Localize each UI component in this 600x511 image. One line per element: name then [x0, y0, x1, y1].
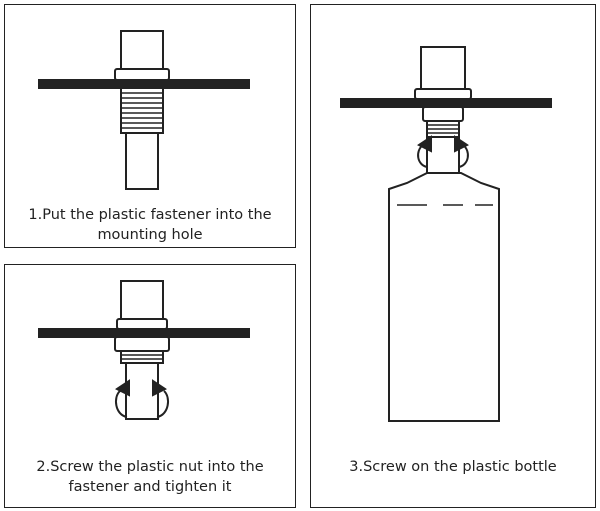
fastener-diagram [38, 30, 250, 190]
counter-top [340, 98, 552, 108]
pump-head [120, 280, 164, 320]
bottle-neck [426, 136, 460, 174]
bottle-diagram [340, 46, 552, 422]
threaded-shank [120, 350, 164, 364]
tube [125, 132, 159, 190]
step-1-panel: 1.Put the plastic fastener into the moun… [4, 4, 296, 248]
plastic-bottle [388, 172, 500, 422]
pump-head [120, 30, 164, 70]
step-2-panel: 2.Screw the plastic nut into the fastene… [4, 264, 296, 508]
nut-diagram [38, 280, 250, 420]
plastic-nut [422, 106, 464, 122]
plastic-nut [114, 336, 170, 352]
pump-head [420, 46, 466, 90]
arrow-head-right-icon [152, 379, 167, 397]
step-3-caption: 3.Screw on the plastic bottle [349, 459, 557, 475]
collar [114, 68, 170, 81]
counter-top [38, 328, 250, 338]
collar [414, 88, 472, 100]
step-3-panel: 3.Screw on the plastic bottle [310, 4, 596, 508]
threaded-shank [120, 87, 164, 134]
arrow-head-left-icon [417, 135, 432, 153]
collar [116, 318, 168, 330]
step-1-caption: 1.Put the plastic fastener into the moun… [28, 207, 272, 243]
rotate-arrow-right [156, 390, 170, 418]
step-2-caption: 2.Screw the plastic nut into the fastene… [36, 459, 264, 495]
counter-top [38, 79, 250, 89]
rotate-arrow-left [114, 390, 128, 418]
arrow-head-right-icon [454, 135, 469, 153]
arrow-head-left-icon [115, 379, 130, 397]
